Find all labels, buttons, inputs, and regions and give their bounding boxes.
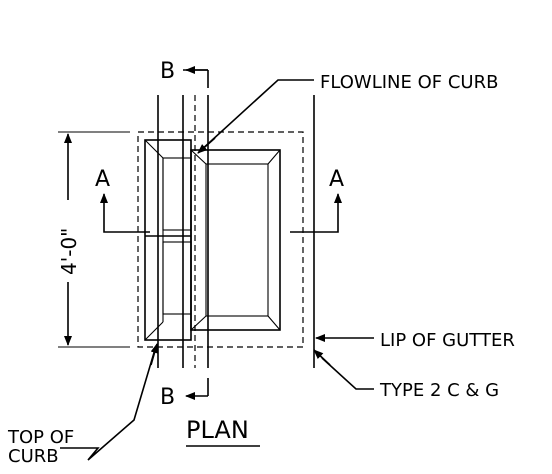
top-of-curb-label-line1: TOP OF [7,427,74,448]
callout-top-of-curb: TOP OF CURB [7,343,159,467]
type-label: TYPE 2 C & G [379,380,499,401]
left-grate [144,139,192,341]
dimension-label: 4'-0" [57,228,81,275]
dimension-height: 4'-0" [57,131,130,348]
section-cut-a-right: A [290,167,344,233]
callout-lip-of-gutter: LIP OF GUTTER [315,330,515,351]
label-b-top: B [160,59,175,84]
callout-type: TYPE 2 C & G [313,349,499,401]
title-text: PLAN [186,416,249,444]
section-cut-a-left: A [95,167,150,233]
flowline-label: FLOWLINE OF CURB [320,72,498,93]
callout-flowline: FLOWLINE OF CURB [197,72,498,154]
drawing-title: PLAN [186,416,260,447]
section-cut-b-top: B [160,59,209,88]
section-cut-b-bottom: B [160,378,209,410]
right-grate [190,149,281,331]
label-a-right: A [329,167,344,192]
top-of-curb-label-line2: CURB [8,446,59,467]
label-a-left: A [95,167,110,192]
label-b-bottom: B [160,385,175,410]
lip-of-gutter-label: LIP OF GUTTER [380,330,515,351]
